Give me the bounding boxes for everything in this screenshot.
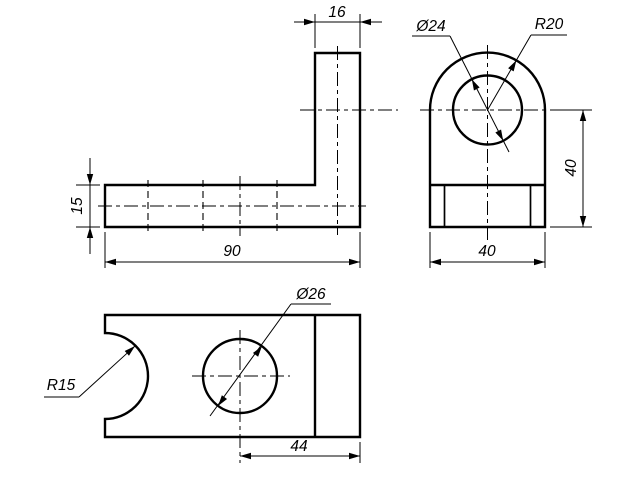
dim-side-width: 40 [429, 232, 546, 268]
dim-label-dia24: Ø24 [415, 18, 446, 35]
dim-label-15: 15 [69, 197, 86, 215]
side-view: Ø24 R20 40 40 [412, 16, 592, 268]
dim-label-16: 16 [328, 4, 346, 21]
dim-front-top-width: 16 [294, 4, 382, 48]
dim-label-dia26: Ø26 [295, 286, 326, 303]
dim-front-base-height: 15 [69, 158, 100, 254]
plan-view-centerlines [192, 330, 290, 463]
dim-side-hole: Ø24 [412, 18, 510, 153]
dim-side-height: 40 [550, 109, 592, 228]
dim-label-r20: R20 [535, 16, 564, 33]
front-view-centerlines [98, 46, 398, 236]
dim-side-radius: R20 [487, 16, 567, 111]
dim-label-40-height: 40 [563, 159, 580, 177]
dim-label-90: 90 [223, 243, 241, 260]
dim-label-r15: R15 [47, 377, 76, 394]
side-view-centerlines [420, 45, 560, 240]
front-view: 16 15 90 [69, 4, 398, 268]
dim-label-40-width: 40 [478, 243, 496, 260]
plan-view: Ø26 R15 44 [44, 286, 362, 463]
side-view-outline [428, 51, 547, 229]
plan-view-outline [103, 313, 362, 439]
front-view-outline [103, 51, 362, 229]
dim-label-44: 44 [290, 438, 308, 455]
dim-plan-offset: 44 [240, 438, 361, 463]
dim-front-length: 90 [104, 232, 361, 268]
dim-plan-hole: Ø26 [209, 286, 331, 417]
dim-plan-slot-radius: R15 [44, 345, 136, 398]
